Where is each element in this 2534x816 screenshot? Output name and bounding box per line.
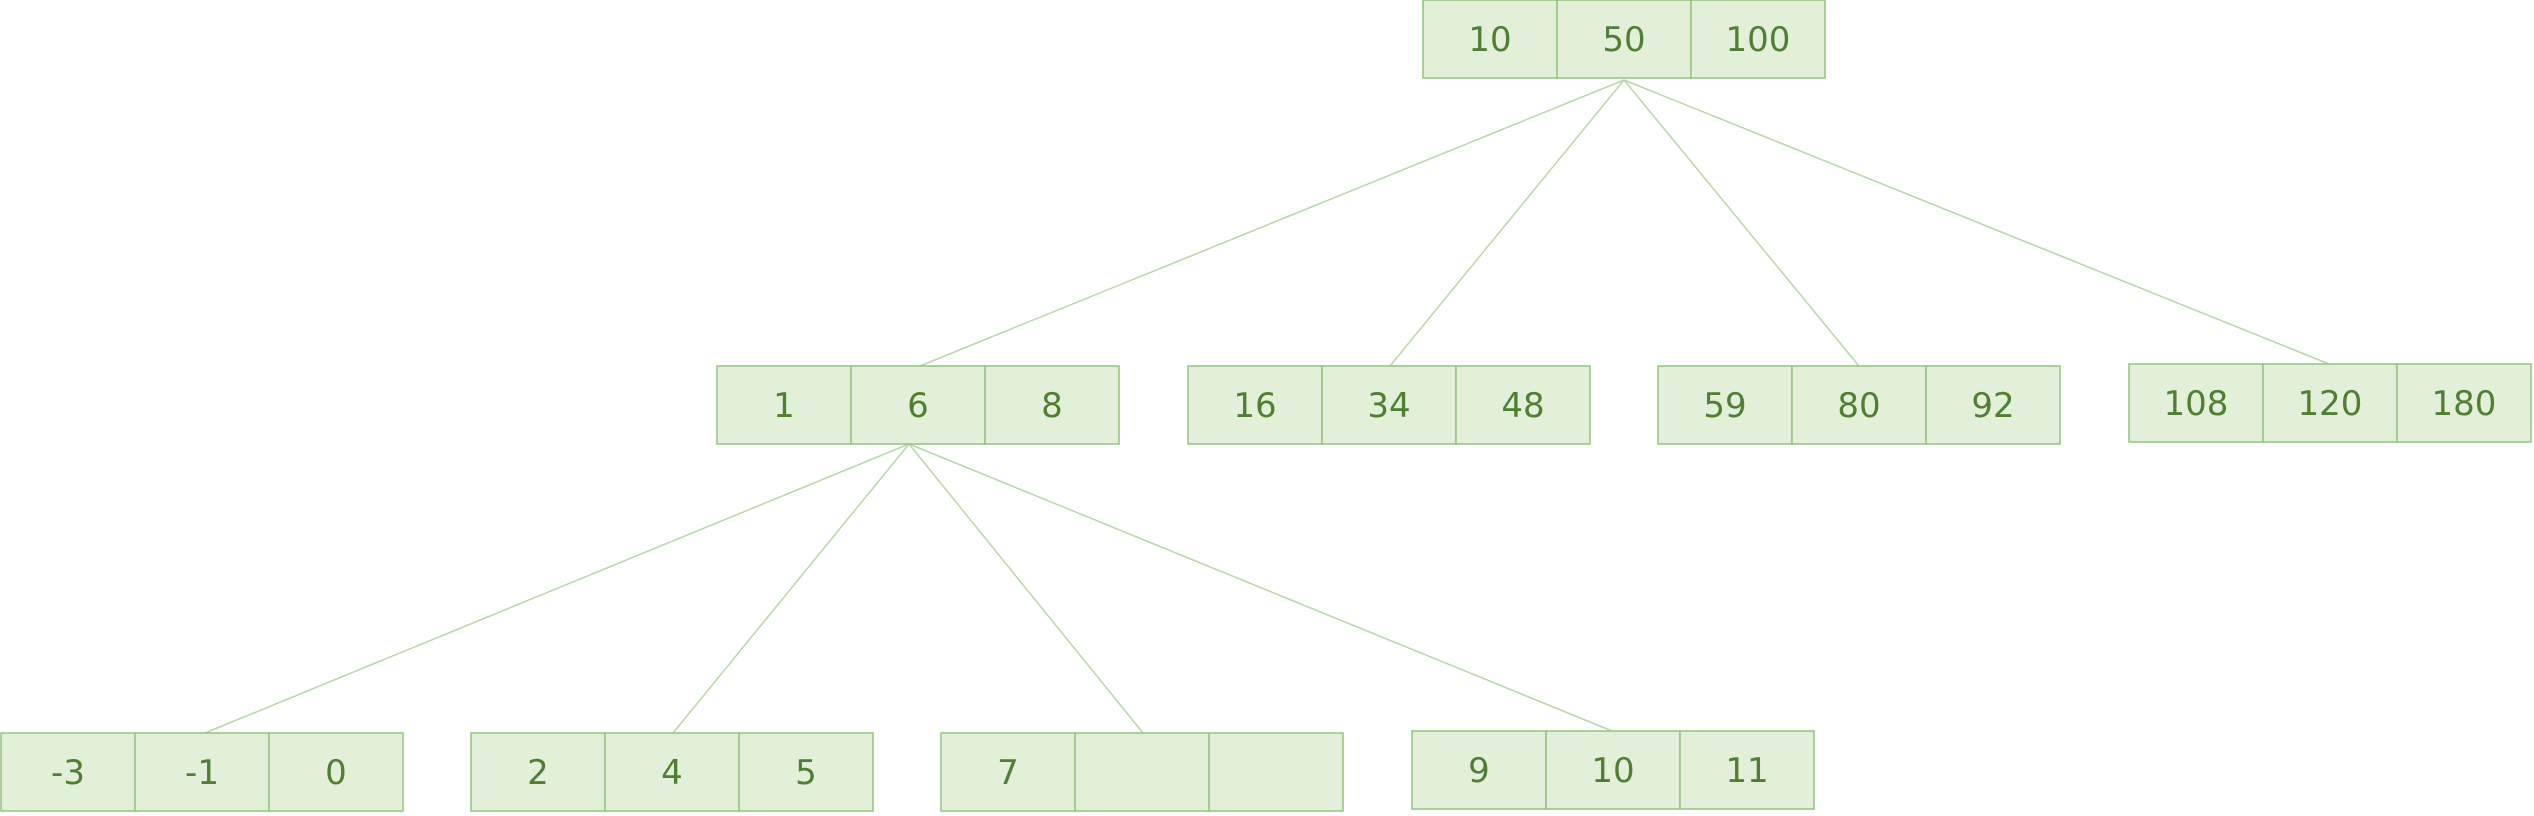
key-cell	[1074, 732, 1210, 812]
key-cell	[604, 732, 740, 812]
tree-node-l1-d: 108 120 180	[2128, 363, 2532, 443]
key-cell	[940, 732, 1076, 812]
key-cell	[2128, 363, 2264, 443]
key-cell	[134, 732, 270, 812]
key-cell	[1791, 365, 1927, 445]
key-cell	[1208, 732, 1344, 812]
key-label: 0	[325, 753, 347, 793]
key-cell	[1545, 730, 1681, 810]
edge-l1-a-to-l2-c	[908, 443, 1144, 734]
key-label: 10	[1468, 20, 1511, 60]
key-cell	[1411, 730, 1547, 810]
edge-root-to-l1-d	[1623, 79, 2330, 365]
key-label: -3	[51, 753, 85, 793]
tree-node-l1-a: 1 6 8	[716, 365, 1120, 445]
key-label: 59	[1703, 386, 1746, 426]
key-cell	[1422, 0, 1558, 79]
key-label: 120	[2298, 384, 2363, 424]
key-label: 48	[1501, 386, 1544, 426]
key-label: 7	[997, 753, 1019, 793]
key-cell	[1690, 0, 1826, 79]
key-cell	[470, 732, 606, 812]
key-label: 4	[661, 753, 683, 793]
edge-l1-a-to-l2-d	[908, 443, 1613, 732]
edge-l1-a-to-l2-b	[672, 443, 910, 734]
tree-node-l2-b: 2 4 5	[470, 732, 874, 812]
edge-l1-a-to-l2-a	[204, 443, 910, 734]
key-label: 108	[2164, 384, 2229, 424]
tree-node-l2-a: -3 -1 0	[0, 732, 404, 812]
tree-node-l1-c: 59 80 92	[1657, 365, 2061, 445]
key-cell	[2396, 363, 2532, 443]
key-label: 6	[907, 386, 929, 426]
edge-root-to-l1-c	[1623, 79, 1860, 367]
edges-layer	[204, 79, 2330, 734]
tree-node-l2-c: 7	[940, 732, 1344, 812]
key-label: 10	[1591, 751, 1634, 791]
edge-root-to-l1-b	[1389, 79, 1625, 367]
key-label: 8	[1041, 386, 1063, 426]
key-label: 5	[795, 753, 817, 793]
key-cell	[1925, 365, 2061, 445]
key-cell	[984, 365, 1120, 445]
key-label: 9	[1468, 751, 1490, 791]
key-cell	[0, 732, 136, 812]
key-cell	[850, 365, 986, 445]
key-label: 100	[1726, 20, 1791, 60]
key-cell	[1679, 730, 1815, 810]
edge-root-to-l1-a	[919, 79, 1625, 367]
key-label: 16	[1233, 386, 1276, 426]
key-cell	[268, 732, 404, 812]
key-label: 34	[1367, 386, 1410, 426]
key-label: -1	[185, 753, 219, 793]
tree-node-root: 10 50 100	[1422, 0, 1826, 79]
key-label: 92	[1971, 386, 2014, 426]
key-cell	[1556, 0, 1692, 79]
tree-node-l2-d: 9 10 11	[1411, 730, 1815, 810]
tree-node-l1-b: 16 34 48	[1187, 365, 1591, 445]
key-cell	[738, 732, 874, 812]
key-label: 1	[773, 386, 795, 426]
key-cell	[1455, 365, 1591, 445]
key-cell	[716, 365, 852, 445]
key-label: 180	[2432, 384, 2497, 424]
key-label: 2	[527, 753, 549, 793]
key-cell	[2262, 363, 2398, 443]
key-label: 80	[1837, 386, 1880, 426]
key-label: 50	[1602, 20, 1645, 60]
key-label: 11	[1725, 751, 1768, 791]
